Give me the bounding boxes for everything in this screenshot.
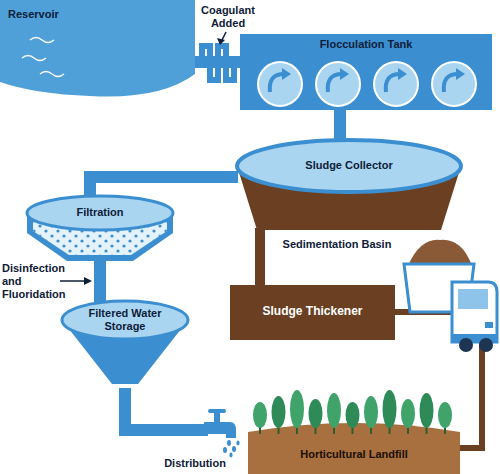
coagulant-mixer <box>193 46 242 80</box>
reservoir: Reservoir <box>0 0 195 98</box>
sludge-thickener: Sludge Thickener <box>230 285 395 340</box>
truck-window <box>458 289 488 309</box>
pipe <box>255 228 265 285</box>
truck-wheel <box>479 338 493 352</box>
sedimentation-basin: Sludge CollectorSedimentation Basin <box>235 138 463 256</box>
disinfection-arrowhead <box>84 277 92 285</box>
landfill: Horticultural Landfill <box>248 388 460 474</box>
node-title: Filtration <box>25 206 175 219</box>
truck-cab <box>452 282 497 342</box>
filtration-tank-outline <box>25 193 175 263</box>
pipe <box>334 110 346 142</box>
tap-handle-bar <box>208 409 226 413</box>
tap-handle <box>214 412 220 422</box>
filtration-tank: Filtration <box>25 193 175 263</box>
storage-tank: Filtered Water Storage <box>60 300 190 390</box>
water-drops <box>223 440 240 457</box>
node-title: Sludge Collector <box>235 159 463 172</box>
sludge-heap <box>408 240 472 266</box>
pipe <box>94 261 106 304</box>
node-title: Sludge Thickener <box>230 305 395 318</box>
truck-light <box>485 322 493 328</box>
node-title: Reservoir <box>8 8 118 21</box>
truck-wheel <box>459 338 473 352</box>
node-subtitle: Sedimentation Basin <box>277 238 397 251</box>
distribution-pipe <box>125 388 208 430</box>
tap <box>204 422 236 438</box>
annotation: Coagulant Added <box>188 4 268 30</box>
node-title: Flocculation Tank <box>240 38 492 51</box>
landfill-outline <box>248 388 460 474</box>
flocculation-tank: Flocculation Tank <box>240 34 492 110</box>
disinfection-arrow <box>60 280 86 282</box>
outlet-label: Distribution <box>150 457 240 470</box>
coagulant-arrowhead <box>217 38 225 45</box>
node-title: Horticultural Landfill <box>248 448 460 461</box>
node-title: Filtered Water Storage <box>75 307 175 333</box>
annotation: Disinfection and Fluoridation <box>2 262 84 301</box>
